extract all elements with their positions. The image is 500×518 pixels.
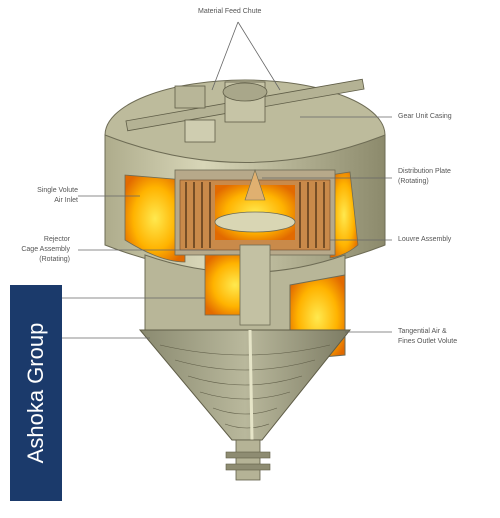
label-rotating: (Rotating) <box>39 256 70 263</box>
label-tangential-outlet: Tangential Air & <box>398 328 447 335</box>
cone-hopper <box>138 329 352 481</box>
ashoka-group-brand-panel: Ashoka Group <box>10 285 62 501</box>
label-distribution-plate-sub: (Rotating) <box>398 178 429 185</box>
label-cage-assembly: Cage Assembly <box>21 246 70 253</box>
label-material-feed-chute: Material Feed Chute <box>198 8 262 15</box>
label-tangential-outlet-2: Fines Outlet Volute <box>398 338 458 345</box>
brand-text: Ashoka Group <box>23 322 48 464</box>
feed-chute-assembly <box>125 78 365 143</box>
label-louvre-assembly: Louvre Assembly <box>398 236 452 243</box>
label-air-inlet: Air Inlet <box>54 197 78 204</box>
leader-lines <box>62 21 392 339</box>
label-gear-unit-casing: Gear Unit Casing <box>398 113 452 120</box>
label-single-volute: Single Volute <box>37 187 78 194</box>
label-distribution-plate: Distribution Plate <box>398 168 451 175</box>
rejector-cage <box>179 169 331 251</box>
label-rejector: Rejector <box>43 236 70 243</box>
